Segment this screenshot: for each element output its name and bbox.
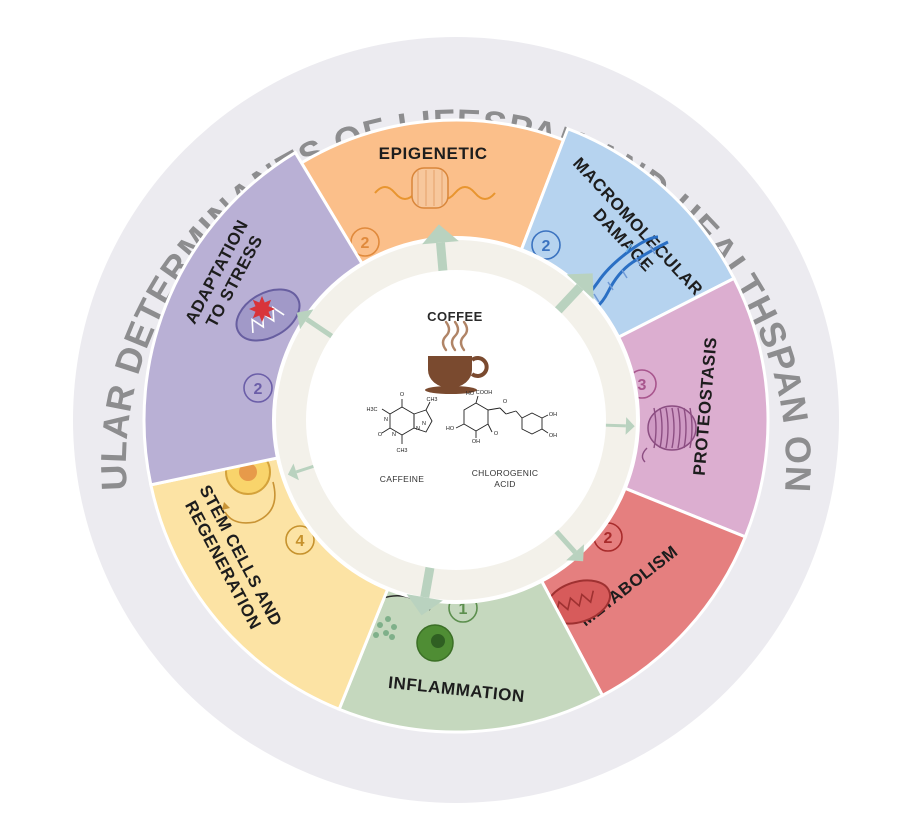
caffeine-structure — [381, 399, 433, 444]
badge-count: 4 — [296, 533, 305, 550]
count-badge: 2 — [531, 230, 561, 260]
atom-label: N — [392, 432, 396, 438]
atom-label: OH — [549, 433, 557, 439]
chlorogenic-acid-structure — [455, 395, 549, 438]
badge-count: 2 — [604, 530, 613, 547]
chlorogenic-label-line2: ACID — [494, 479, 516, 489]
badge-count: 2 — [254, 381, 263, 398]
count-badge: 2 — [243, 373, 273, 403]
atom-label: CH3 — [396, 448, 407, 454]
mitochondrion-icon — [545, 579, 611, 625]
atom-label: OH — [472, 439, 480, 445]
atom-label: O — [503, 399, 508, 405]
atom-label: N — [422, 421, 426, 427]
badge-count: 2 — [542, 238, 551, 255]
segment-label: EPIGENETIC — [379, 144, 488, 163]
badge-ring — [350, 227, 380, 257]
atom-label: OH — [549, 412, 557, 418]
segment-label-line: EPIGENETIC — [379, 144, 488, 163]
atom-label: HO — [466, 391, 475, 397]
atom-label: CH3 — [426, 397, 437, 403]
atom-label: N — [416, 426, 420, 432]
badge-ring — [531, 230, 561, 260]
badge-ring — [243, 373, 273, 403]
atom-label: N — [384, 417, 388, 423]
atom-label: H3C — [366, 407, 377, 413]
badge-ring — [285, 525, 315, 555]
protein-icon — [641, 405, 697, 463]
segment-epigenetic: EPIGENETIC 2 — [299, 118, 566, 268]
ros-mitochondrion-icon — [235, 288, 301, 342]
center-disc — [306, 270, 606, 570]
badge-count: 1 — [459, 601, 468, 618]
atom-label: COOH — [476, 390, 493, 396]
atom-label: HO — [446, 426, 455, 432]
coffee-cup-icon — [425, 320, 489, 394]
atom-label: O — [378, 432, 383, 438]
chlorogenic-label-line1: CHLOROGENIC — [472, 468, 539, 478]
coffee-title: COFFEE — [427, 309, 483, 324]
atom-label: O — [400, 392, 405, 398]
caffeine-label: CAFFEINE — [380, 474, 424, 484]
atom-label: O — [494, 431, 499, 437]
chromatin-icon — [374, 167, 496, 209]
count-badge: 4 — [285, 525, 315, 555]
badge-count: 3 — [638, 377, 647, 394]
ros-burst — [249, 296, 275, 322]
badge-count: 2 — [361, 235, 370, 252]
count-badge: 2 — [350, 227, 380, 257]
